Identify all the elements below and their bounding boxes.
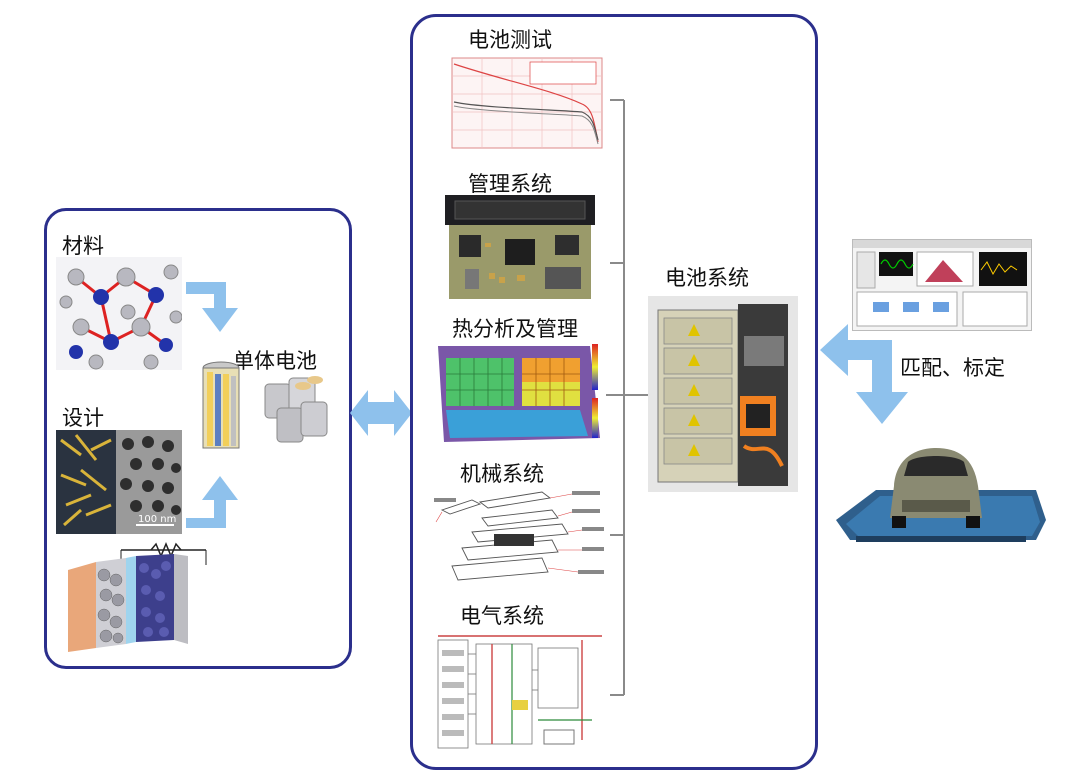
vehicle-test-bench-image xyxy=(836,440,1046,550)
cell-label: 单体电池 xyxy=(233,349,317,373)
battery-system-label: 电池系统 xyxy=(665,266,749,290)
single-cell-image xyxy=(193,356,343,456)
calibration-software-image xyxy=(852,239,1032,331)
section-label-3: 机械系统 xyxy=(460,462,544,486)
double-arrow-left-center xyxy=(350,390,412,436)
microstructure-image: 100 nm xyxy=(56,430,182,534)
section-label-1: 管理系统 xyxy=(468,172,552,196)
crystal-structure-image xyxy=(56,257,182,370)
section-label-4: 电气系统 xyxy=(460,604,544,628)
arrow-materials-to-cell xyxy=(186,282,238,332)
match-calibrate-label: 匹配、标定 xyxy=(900,356,1005,380)
section-label-2: 热分析及管理 xyxy=(452,317,578,341)
mechanical-exploded-image xyxy=(432,482,608,592)
section-label-0: 电池测试 xyxy=(468,28,552,52)
arrow-design-to-cell xyxy=(186,476,238,528)
battery-test-chart-image xyxy=(442,50,610,162)
design-label: 设计 xyxy=(62,406,104,430)
electrode-schematic xyxy=(56,540,226,652)
scale-bar-label: 100 nm xyxy=(138,514,176,525)
match-calibrate-arrows xyxy=(820,324,908,424)
materials-label: 材料 xyxy=(62,234,104,258)
battery-system-image xyxy=(648,296,798,492)
electrical-schematic-image xyxy=(432,630,608,754)
thermal-analysis-image xyxy=(430,338,604,450)
section-connector-bracket xyxy=(606,99,648,696)
bms-board-image xyxy=(445,195,595,303)
